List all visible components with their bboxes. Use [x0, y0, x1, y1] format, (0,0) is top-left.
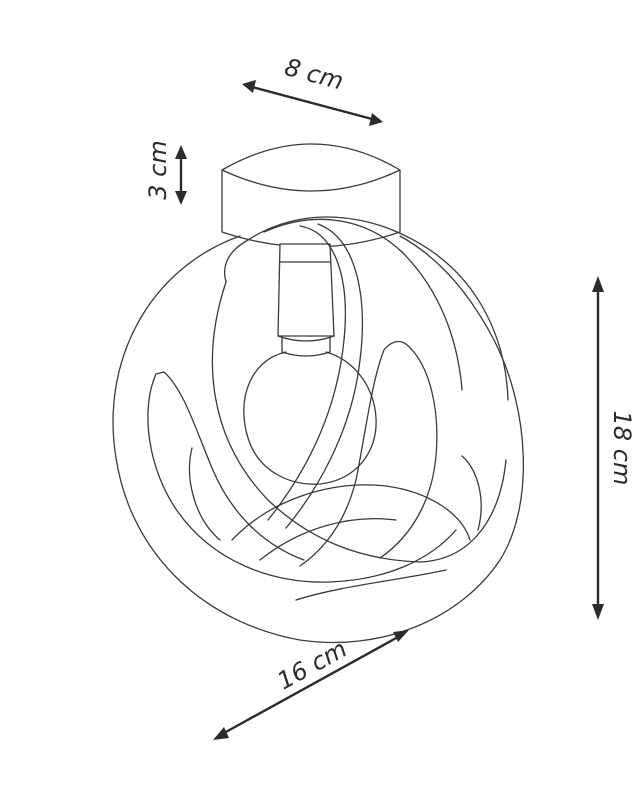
dimension-height: 18 cm — [592, 276, 636, 620]
bulb-socket — [277, 243, 335, 357]
ribbon-bands — [147, 216, 509, 601]
ceiling-canopy — [221, 143, 401, 248]
dimension-diameter: 16 cm — [213, 630, 409, 740]
sphere-outline — [112, 235, 524, 644]
dimension-base-height: 3 cm — [144, 140, 187, 205]
label-diameter: 16 cm — [273, 635, 352, 696]
dimension-base-diameter: 8 cm — [242, 53, 383, 126]
label-base-diameter: 8 cm — [282, 53, 347, 95]
ceiling-lamp-drawing — [112, 143, 524, 644]
label-height: 18 cm — [608, 411, 636, 486]
label-base-height: 3 cm — [144, 140, 172, 199]
light-bulb — [243, 351, 377, 485]
